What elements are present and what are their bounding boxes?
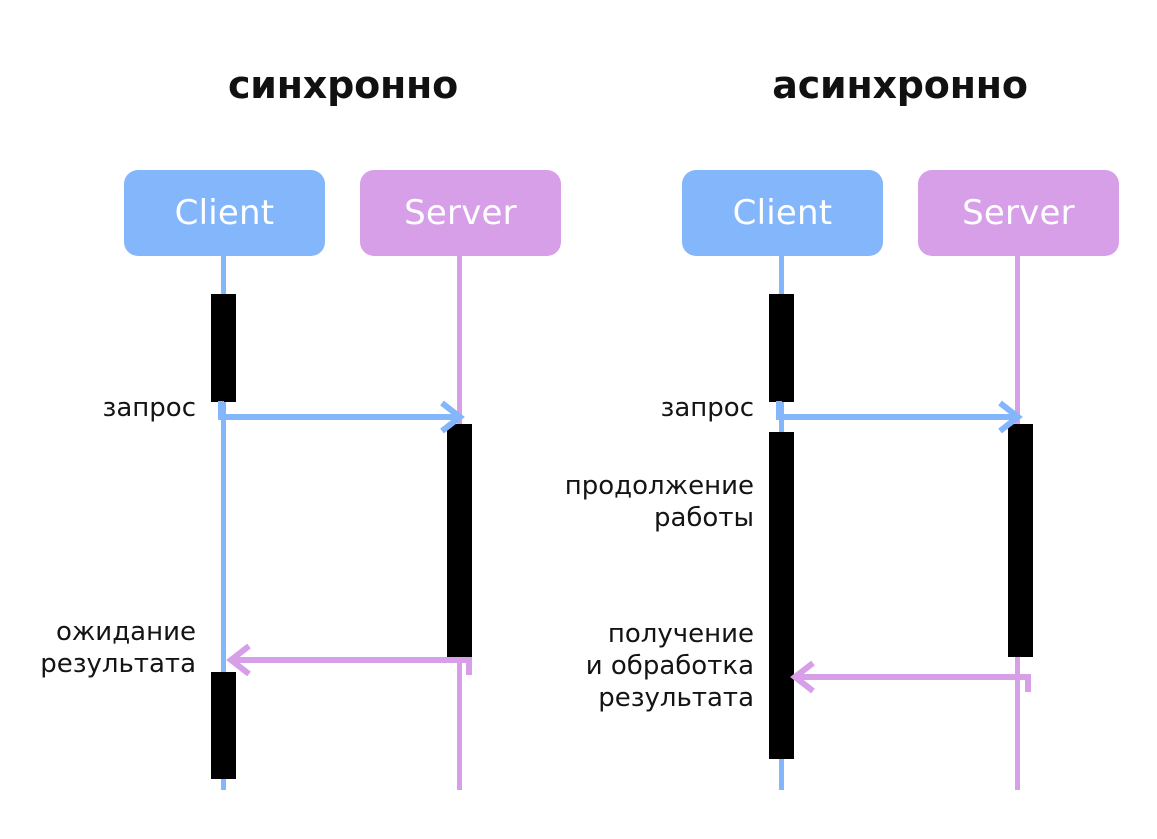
activation-async-server-1 xyxy=(1008,424,1033,657)
panel-title-sync: синхронно xyxy=(227,63,459,107)
activation-sync-client-2 xyxy=(211,672,236,779)
arrow-async-request xyxy=(776,400,1023,434)
actor-box-sync-server[interactable]: Server xyxy=(360,170,561,256)
message-label-async-continue-work: продолжение работы xyxy=(564,471,754,533)
actor-box-async-server[interactable]: Server xyxy=(918,170,1119,256)
actor-box-sync-client[interactable]: Client xyxy=(124,170,325,256)
activation-async-client-2 xyxy=(769,432,794,759)
message-label-sync-request: запрос xyxy=(102,393,196,423)
activation-async-client-1 xyxy=(769,294,794,402)
actor-label-async-client: Client xyxy=(732,193,833,233)
actor-box-async-client[interactable]: Client xyxy=(682,170,883,256)
activation-sync-server-1 xyxy=(447,424,472,657)
lifeline-sync-client xyxy=(221,256,226,790)
message-label-async-response: получение и обработка результата xyxy=(585,619,754,713)
actor-label-sync-client: Client xyxy=(174,193,275,233)
message-label-sync-response: ожидание результата xyxy=(40,617,196,679)
activation-sync-client-1 xyxy=(211,294,236,402)
arrow-sync-response xyxy=(226,643,472,677)
message-label-async-request: запрос xyxy=(660,393,754,423)
arrow-async-response xyxy=(790,660,1031,694)
actor-label-sync-server: Server xyxy=(404,193,517,233)
actor-label-async-server: Server xyxy=(962,193,1075,233)
panel-title-async: асинхронно xyxy=(772,63,1028,107)
arrow-sync-request xyxy=(218,400,465,434)
